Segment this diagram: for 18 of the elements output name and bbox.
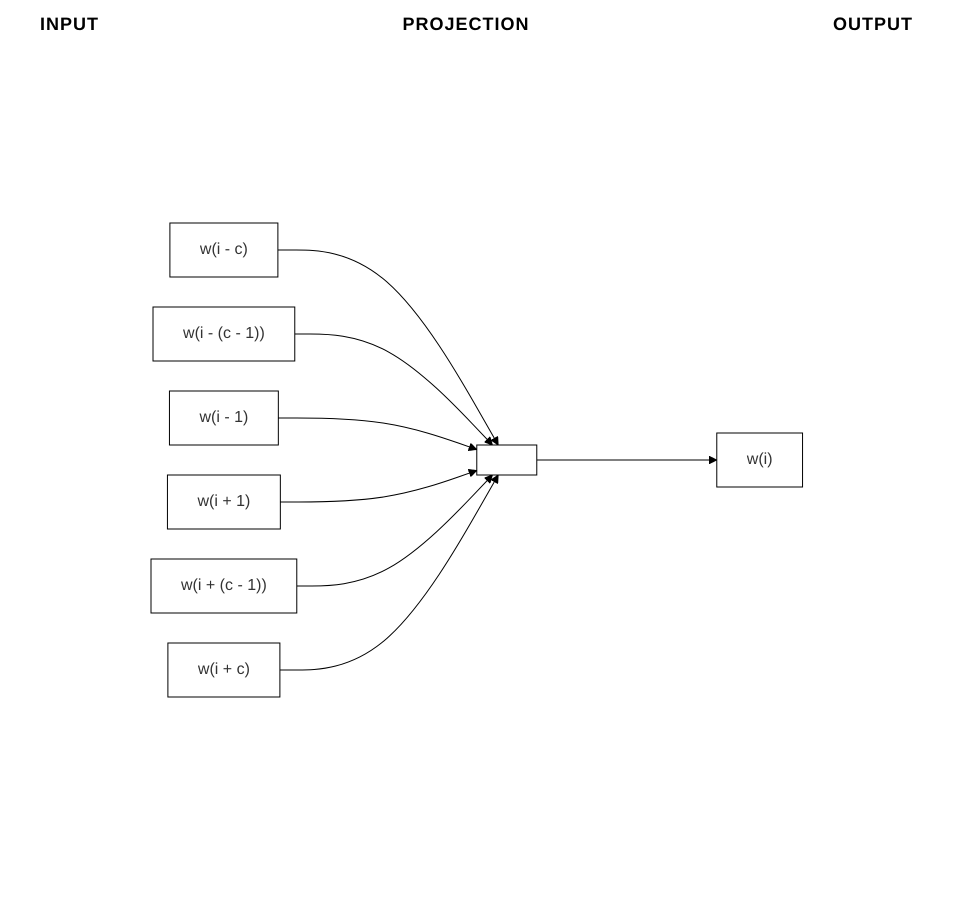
column-heading: INPUT: [40, 14, 99, 35]
node-box: w(i - 1): [168, 390, 279, 446]
node-box: w(i): [716, 432, 803, 488]
node-box: w(i + c): [167, 642, 280, 698]
arrow: [294, 334, 493, 446]
arrow: [278, 418, 477, 452]
column-heading: PROJECTION: [402, 14, 530, 35]
arrow: [279, 474, 498, 670]
node-box: [476, 444, 537, 476]
column-heading: OUTPUT: [833, 14, 913, 35]
arrow: [296, 474, 493, 586]
arrow: [280, 468, 477, 502]
arrow: [536, 456, 717, 464]
node-box: w(i - (c - 1)): [152, 306, 295, 362]
node-box: w(i + (c - 1)): [150, 558, 297, 614]
node-box: w(i + 1): [166, 474, 281, 530]
node-box: w(i - c): [169, 222, 278, 278]
arrow: [277, 250, 498, 446]
